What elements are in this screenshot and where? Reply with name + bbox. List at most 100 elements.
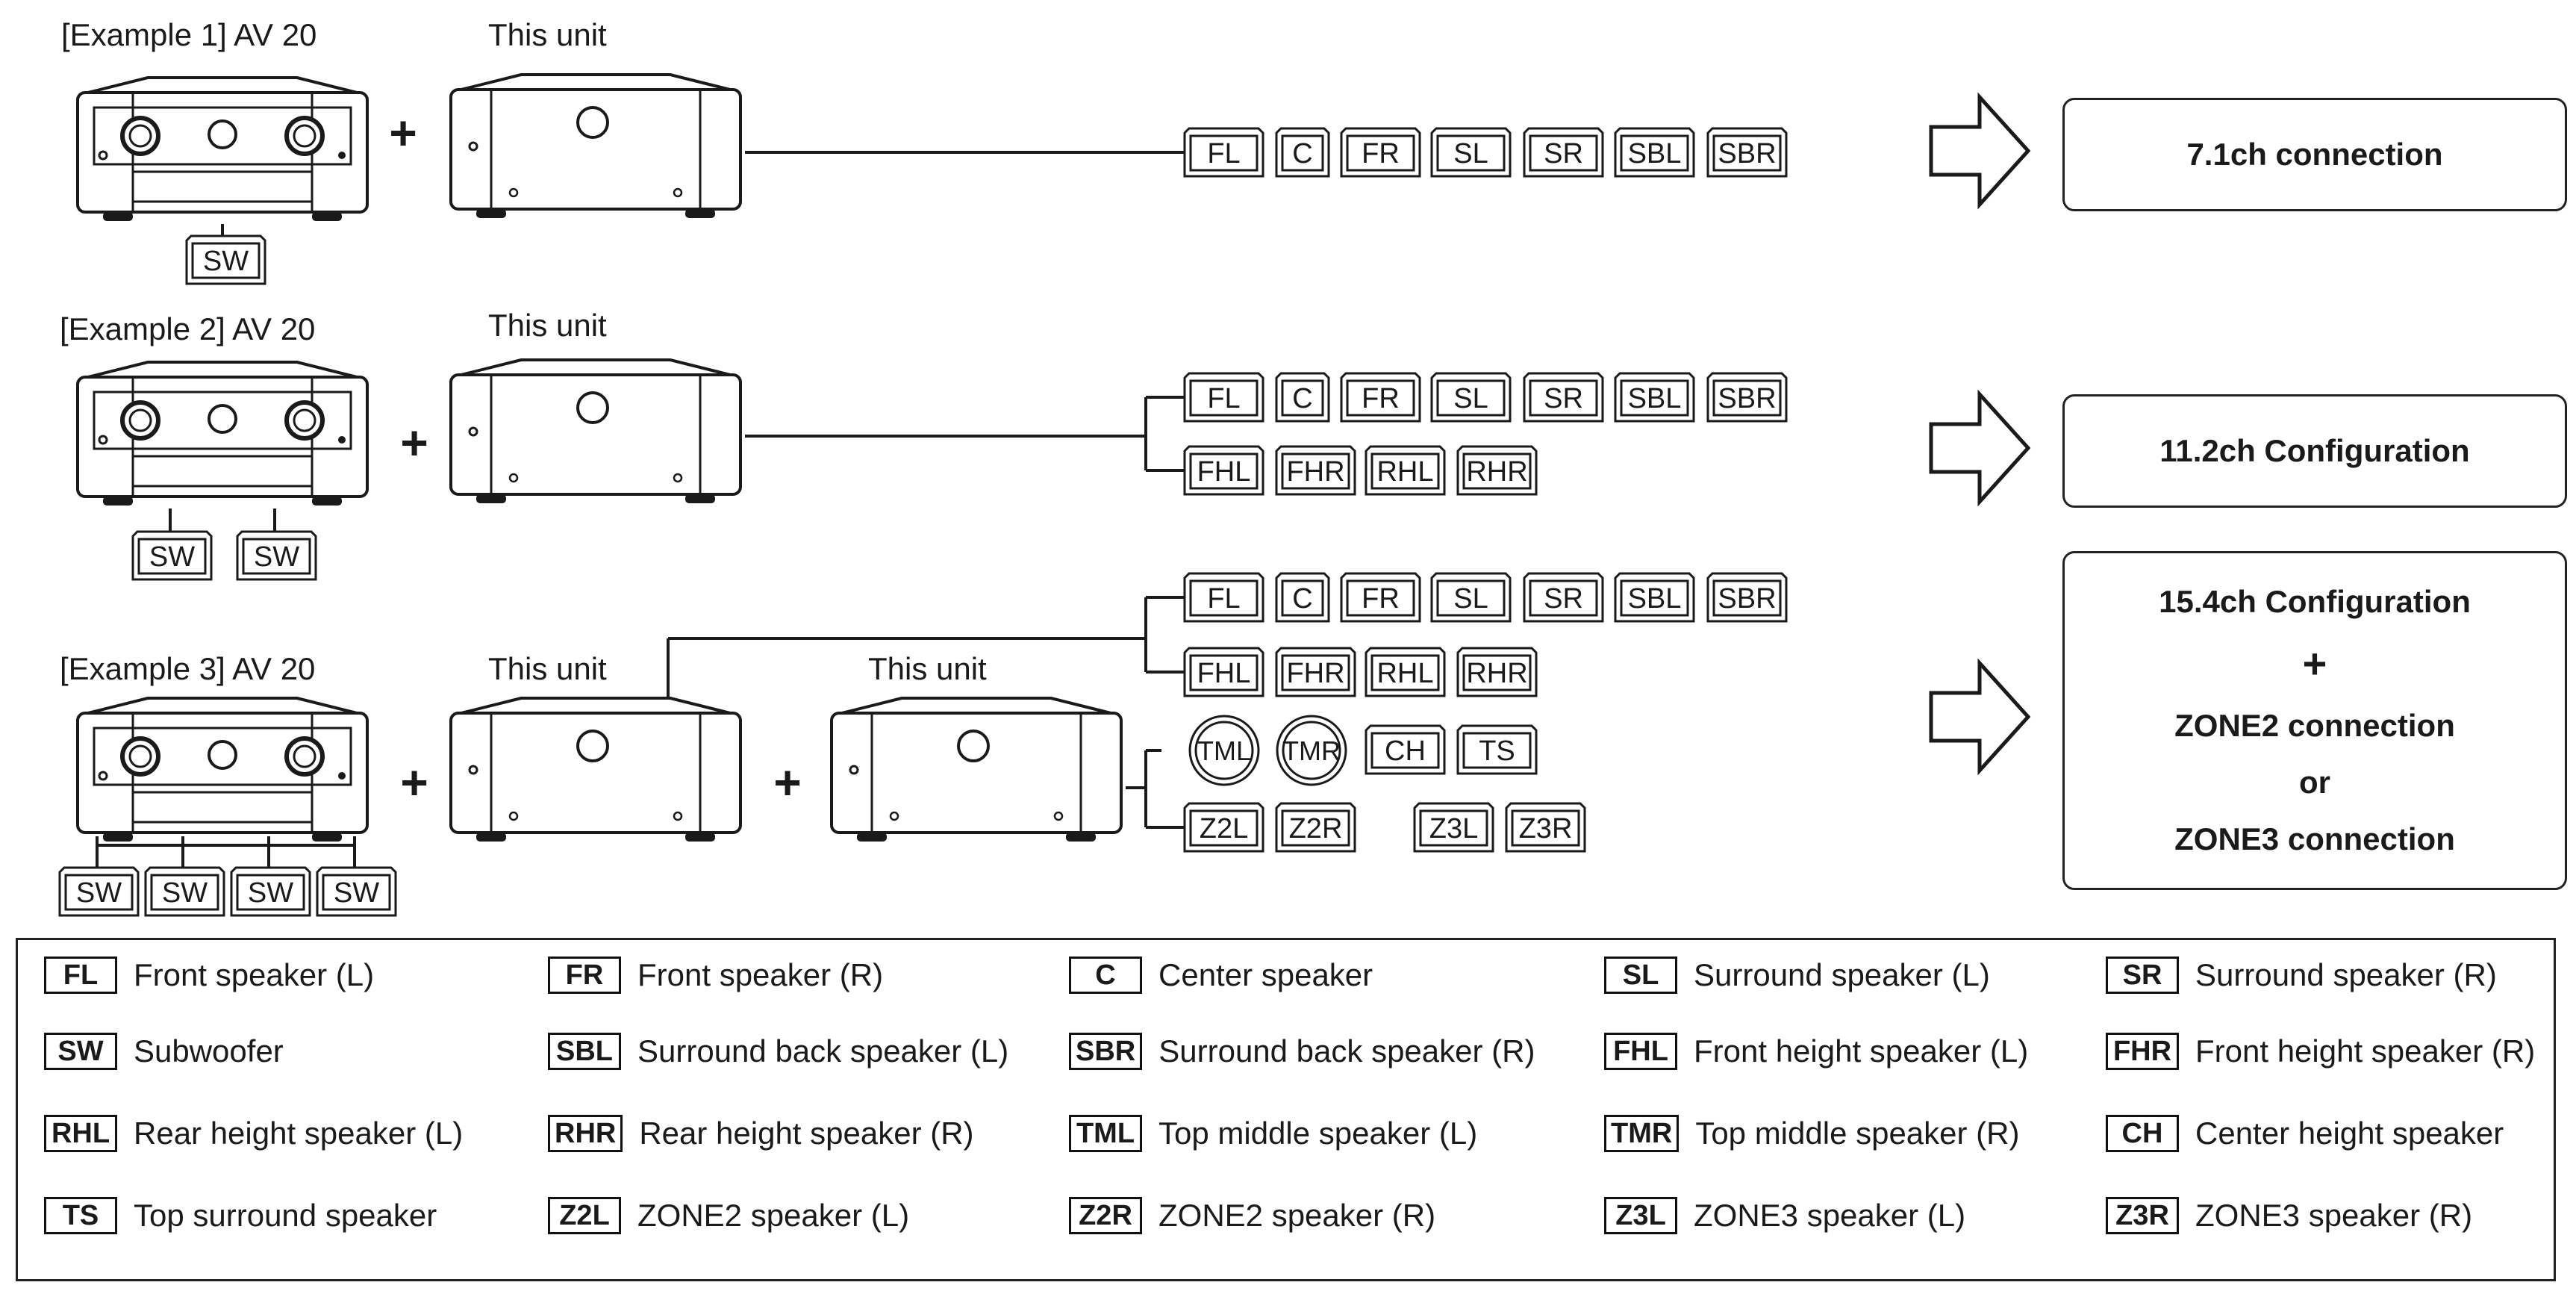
knob-icon <box>208 740 237 770</box>
example-3-label: [Example 3] AV 20 <box>60 651 316 686</box>
speaker-label: FL <box>1207 383 1240 414</box>
legend-description: ZONE3 speaker (R) <box>2195 1198 2473 1233</box>
foot <box>685 833 715 842</box>
knob-icon <box>293 744 316 768</box>
speaker-inner <box>1712 579 1782 617</box>
foot <box>476 209 506 218</box>
indicator-icon <box>849 765 859 775</box>
result-7-1ch-text: 7.1ch connection <box>2186 137 2443 172</box>
legend-item-z3l: Z3L ZONE3 speaker (L) <box>1604 1197 1965 1234</box>
legend-code: Z3L <box>1604 1197 1677 1234</box>
speaker-label: SBL <box>1628 583 1682 615</box>
indicator-icon <box>673 187 683 198</box>
unit-body <box>830 712 1123 834</box>
knob-icon <box>284 400 325 441</box>
speaker-row2_top-sbl: SBL <box>1614 372 1695 423</box>
legend-description: Subwoofer <box>134 1033 284 1069</box>
speaker-inner <box>1189 579 1259 617</box>
speaker-inner <box>1620 579 1689 617</box>
speaker-label: FL <box>1207 138 1240 169</box>
speaker-inner <box>1419 809 1488 847</box>
indicator-icon <box>98 435 108 445</box>
knob-icon <box>284 116 325 156</box>
speaker-label: RHL <box>1376 658 1433 689</box>
knob-icon <box>120 400 160 441</box>
result-15-4ch-line-3: or <box>2299 765 2330 800</box>
speaker-label: TS <box>1479 735 1515 767</box>
knob-icon <box>293 124 316 148</box>
foot <box>685 494 715 503</box>
result-15-4ch-line-2: ZONE2 connection <box>2174 708 2455 743</box>
indicator-icon <box>673 473 683 483</box>
plus-sign: + <box>400 756 428 809</box>
unit-top <box>461 73 731 91</box>
speaker-inner <box>1370 654 1440 691</box>
knob-icon <box>128 408 152 432</box>
speaker-row1-fl: FL <box>1183 127 1264 178</box>
example-1-label: [Example 1] AV 20 <box>61 17 317 52</box>
speaker-label: SW <box>254 541 299 573</box>
speaker-inner <box>1529 134 1598 172</box>
power-amp-unit-3 <box>449 697 742 842</box>
speaker-sw: SW <box>131 530 213 581</box>
speaker-row3_a-sbl: SBL <box>1614 572 1695 623</box>
power-amp-unit-1 <box>449 73 742 218</box>
speaker-label: SR <box>1544 383 1583 414</box>
speaker-label: CH <box>1385 735 1426 767</box>
knob-icon <box>208 404 237 434</box>
legend-code: CH <box>2106 1115 2179 1152</box>
speaker-sw: SW <box>58 866 140 917</box>
foot <box>103 212 133 221</box>
arrow-right-icon <box>1929 389 2031 507</box>
indicator-icon <box>338 772 346 780</box>
speaker-label: SW <box>334 877 379 909</box>
speaker-row3_b-rhr: RHR <box>1456 647 1538 697</box>
unit-top <box>841 697 1111 715</box>
knob-icon <box>284 736 325 777</box>
legend-description: Rear height speaker (L) <box>134 1116 464 1151</box>
speaker-inner <box>236 874 305 911</box>
power-knob-icon <box>576 391 609 424</box>
speaker-label: SW <box>76 877 122 909</box>
example-3-unit-label-2: This unit <box>868 651 987 686</box>
speaker-inner <box>1189 134 1259 172</box>
speaker-inner <box>1189 379 1259 417</box>
speaker-inner <box>1620 379 1689 417</box>
speaker-label: C <box>1292 583 1312 615</box>
speaker-label: FR <box>1362 383 1400 414</box>
av20-body <box>76 712 369 834</box>
foot <box>1066 833 1096 842</box>
legend-code: C <box>1069 957 1142 994</box>
speaker-row3_b-rhl: RHL <box>1365 647 1446 697</box>
av20-top <box>87 697 358 715</box>
foot <box>312 212 342 221</box>
knob-icon <box>128 124 152 148</box>
indicator-icon <box>338 436 346 444</box>
speaker-label: SBR <box>1718 138 1776 169</box>
speaker-inner <box>1281 379 1324 417</box>
legend-description: ZONE2 speaker (L) <box>637 1198 910 1233</box>
speaker-ts: TS <box>1456 724 1538 775</box>
speaker-label: C <box>1292 383 1312 414</box>
unit-body <box>449 712 742 834</box>
speaker-sw: SW <box>236 530 317 581</box>
legend-code: SL <box>1604 957 1677 994</box>
indicator-icon <box>338 152 346 159</box>
speaker-label: SBL <box>1628 138 1682 169</box>
legend-code: Z2R <box>1069 1197 1142 1234</box>
indicator-icon <box>508 473 519 483</box>
speaker-row3_a-fr: FR <box>1340 572 1421 623</box>
legend-code: TML <box>1069 1115 1142 1152</box>
legend-description: ZONE3 speaker (L) <box>1694 1198 1966 1233</box>
speaker-row3_a-sl: SL <box>1430 572 1512 623</box>
